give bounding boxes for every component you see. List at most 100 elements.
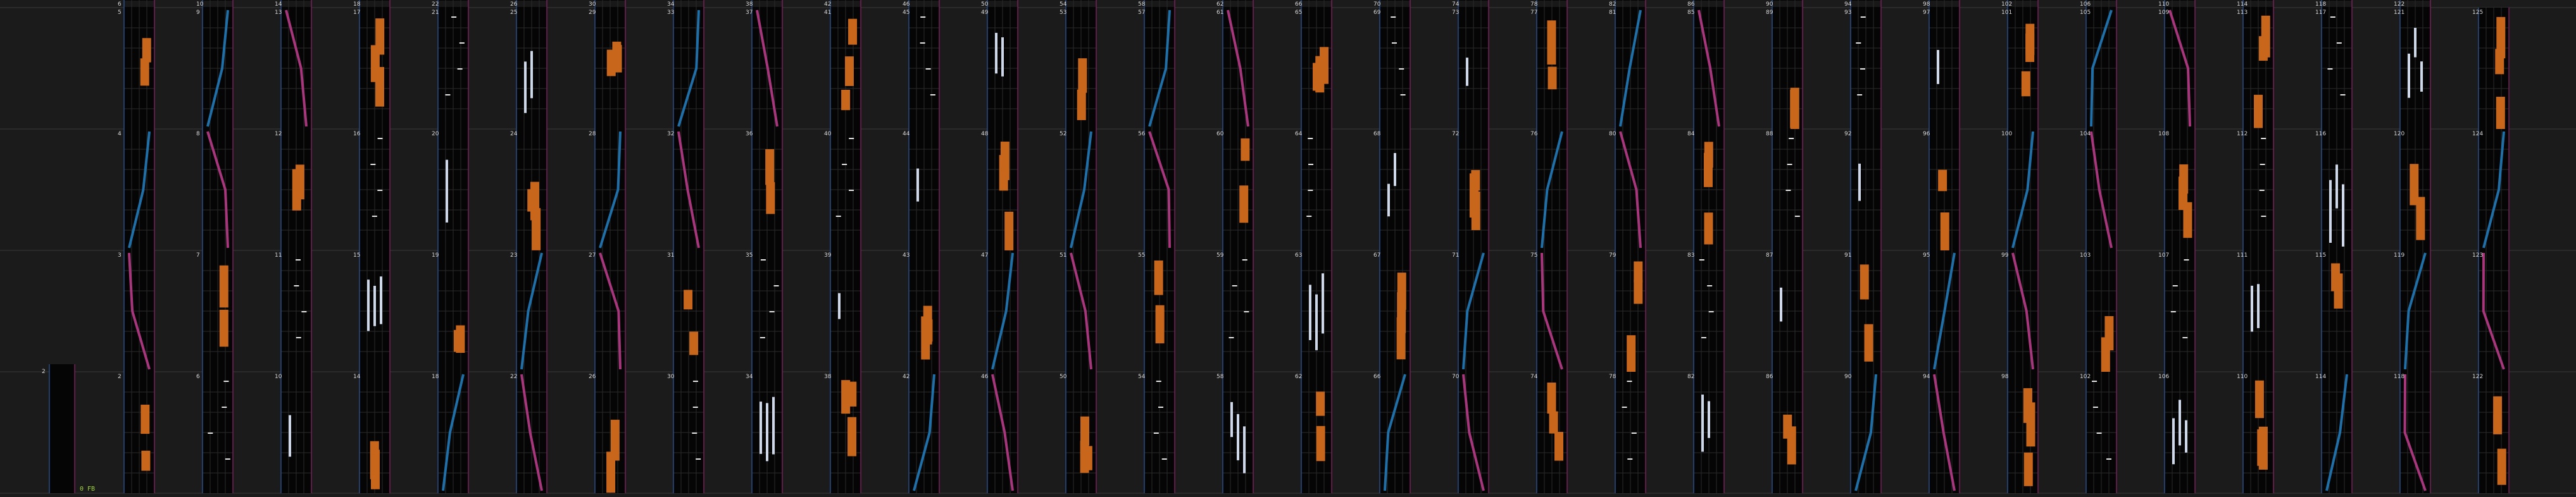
blue-curve bbox=[1462, 252, 1485, 370]
magenta-curve bbox=[1070, 252, 1092, 370]
panel-number-label: 73 bbox=[1452, 9, 1459, 16]
panel-number-label: 113 bbox=[2237, 9, 2248, 16]
white-bar bbox=[524, 61, 527, 113]
blue-curve bbox=[1384, 374, 1406, 491]
panel-number-label: 80 bbox=[1609, 131, 1616, 137]
white-bar bbox=[2414, 27, 2417, 58]
blue-curve bbox=[1854, 374, 1877, 491]
orange-block bbox=[2496, 16, 2506, 59]
blue-curve bbox=[2325, 374, 2348, 491]
white-bar bbox=[373, 286, 376, 326]
orange-block bbox=[1154, 260, 1163, 295]
blue-curve bbox=[599, 131, 622, 248]
panel-number-label: 54 bbox=[1138, 374, 1146, 380]
panel-number-label: 98 bbox=[2001, 374, 2009, 380]
panel-number-label: 18 bbox=[353, 1, 361, 8]
white-marker bbox=[1860, 16, 1866, 18]
panel-number-label: 94 bbox=[1923, 374, 1930, 380]
panel-number-label: 63 bbox=[1295, 252, 1302, 259]
orange-block bbox=[1313, 63, 1322, 91]
panel-number-label: 18 bbox=[432, 374, 439, 380]
orange-block bbox=[847, 417, 857, 457]
panel-number-label: 43 bbox=[903, 252, 910, 259]
orange-block bbox=[2183, 202, 2192, 238]
orange-block bbox=[2104, 316, 2114, 351]
panel-number-label: 55 bbox=[1138, 252, 1145, 259]
orange-block bbox=[2497, 448, 2506, 485]
white-marker bbox=[1156, 381, 1161, 382]
orange-block bbox=[142, 38, 151, 63]
magenta-curve bbox=[1227, 9, 1249, 127]
orange-block bbox=[923, 305, 932, 345]
white-bar bbox=[1858, 163, 1861, 201]
white-marker bbox=[377, 190, 383, 191]
panel-number-label: 118 bbox=[2394, 374, 2404, 380]
panel-number-label: 65 bbox=[1295, 9, 1302, 16]
magenta-curve bbox=[756, 9, 778, 127]
white-bar bbox=[2408, 53, 2410, 98]
panel-number-label: 69 bbox=[1373, 9, 1381, 16]
strip-label: 2 bbox=[42, 369, 46, 375]
orange-block bbox=[689, 331, 699, 355]
panel-number-label: 87 bbox=[1766, 252, 1773, 259]
panel-number-label: 116 bbox=[2315, 131, 2326, 137]
white-marker bbox=[1161, 458, 1167, 460]
panel-number-label: 70 bbox=[1373, 1, 1381, 8]
panel-number-label: 34 bbox=[667, 1, 675, 8]
panel-number-label: 74 bbox=[1530, 374, 1538, 380]
panel-number-label: 2 bbox=[118, 374, 122, 380]
panel-number-label: 62 bbox=[1216, 1, 1223, 8]
white-marker bbox=[773, 285, 779, 286]
white-marker bbox=[225, 458, 230, 460]
white-marker bbox=[849, 190, 854, 191]
panel-number-label: 92 bbox=[1844, 131, 1851, 137]
magenta-curve bbox=[991, 374, 1014, 491]
magenta-curve bbox=[1619, 131, 1642, 248]
panel-number-label: 6 bbox=[118, 1, 122, 8]
panel-number-label: 106 bbox=[2158, 374, 2169, 380]
white-marker bbox=[222, 407, 227, 408]
magenta-curve bbox=[677, 131, 700, 248]
white-bar bbox=[1466, 58, 1468, 86]
white-marker bbox=[2096, 433, 2102, 434]
panel-number-label: 66 bbox=[1373, 374, 1381, 380]
white-marker bbox=[1308, 138, 1313, 139]
panel-number-label: 117 bbox=[2315, 9, 2326, 16]
orange-block bbox=[1790, 89, 1799, 128]
orange-block bbox=[606, 49, 616, 77]
orange-block bbox=[2258, 36, 2268, 61]
white-marker bbox=[835, 216, 841, 217]
panel-number-label: 5 bbox=[118, 9, 122, 16]
orange-block bbox=[1547, 66, 1557, 90]
panel-number-label: 101 bbox=[2001, 9, 2012, 16]
blue-curve bbox=[1070, 131, 1092, 248]
strip-panel bbox=[49, 364, 75, 493]
panel-number-label: 30 bbox=[589, 1, 596, 8]
white-marker bbox=[1785, 190, 1791, 191]
white-bar bbox=[1937, 50, 1939, 84]
white-marker bbox=[849, 138, 854, 139]
panel-number-label: 99 bbox=[2001, 252, 2009, 259]
orange-block bbox=[1080, 441, 1089, 473]
panel-number-label: 31 bbox=[667, 252, 674, 259]
white-marker bbox=[1627, 458, 1633, 460]
panel-number-label: 114 bbox=[2237, 1, 2248, 8]
orange-block bbox=[219, 265, 228, 308]
panel-number-label: 123 bbox=[2472, 252, 2483, 259]
panel-number-label: 39 bbox=[824, 252, 832, 259]
panel-number-label: 33 bbox=[667, 9, 674, 16]
orange-block bbox=[606, 451, 616, 493]
orange-block bbox=[1320, 47, 1329, 84]
panel-number-label: 58 bbox=[1216, 374, 1224, 380]
orange-block bbox=[295, 164, 304, 200]
panel-number-label: 88 bbox=[1766, 131, 1773, 137]
panel-number-label: 37 bbox=[746, 9, 753, 16]
orange-block bbox=[370, 450, 380, 489]
white-bar bbox=[916, 168, 919, 202]
panel-number-label: 91 bbox=[1844, 252, 1851, 259]
panel-number-label: 53 bbox=[1060, 9, 1066, 16]
white-marker bbox=[1308, 190, 1313, 191]
panel-number-label: 25 bbox=[510, 9, 517, 16]
panel-number-label: 27 bbox=[589, 252, 596, 259]
